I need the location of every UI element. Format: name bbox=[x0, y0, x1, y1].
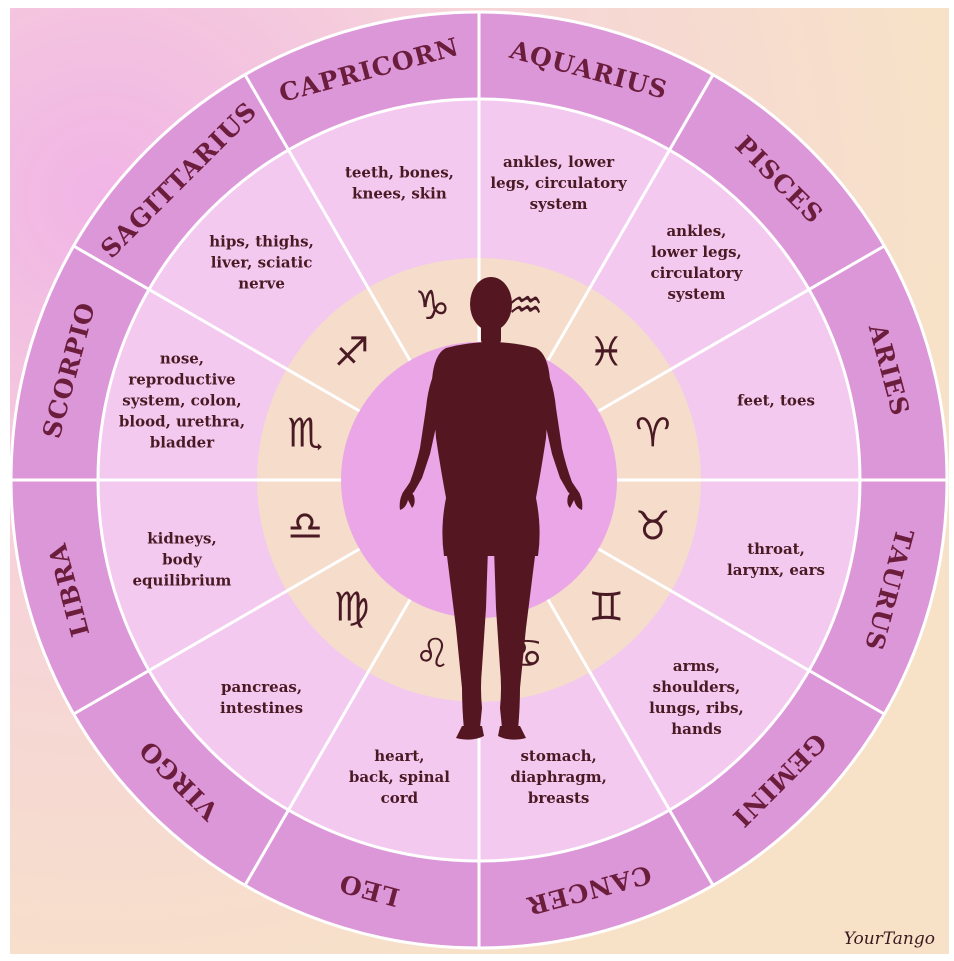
virgo-glyph-icon: ♍ bbox=[334, 584, 370, 630]
zodiac-body-wheel: CAPRICORNSAGITTARIUSSCORPIOLIBRAVIRGOLEO… bbox=[10, 8, 949, 954]
scorpio-glyph-icon: ♏ bbox=[287, 410, 323, 456]
aries-glyph-icon: ♈ bbox=[635, 410, 671, 456]
aquarius-glyph-icon: ♒ bbox=[508, 283, 544, 329]
capricorn-glyph-icon: ♑ bbox=[414, 283, 450, 329]
leo-glyph-icon: ♌ bbox=[414, 631, 450, 677]
libra-glyph-icon: ♎ bbox=[287, 504, 323, 550]
body-parts-aries: feet, toes bbox=[737, 391, 815, 409]
sagittarius-glyph-icon: ♐ bbox=[334, 330, 370, 376]
pisces-glyph-icon: ♓ bbox=[588, 330, 624, 376]
gemini-glyph-icon: ♊ bbox=[588, 584, 624, 630]
yourtango-signature: YourTango bbox=[844, 929, 935, 949]
taurus-glyph-icon: ♉ bbox=[635, 504, 671, 550]
